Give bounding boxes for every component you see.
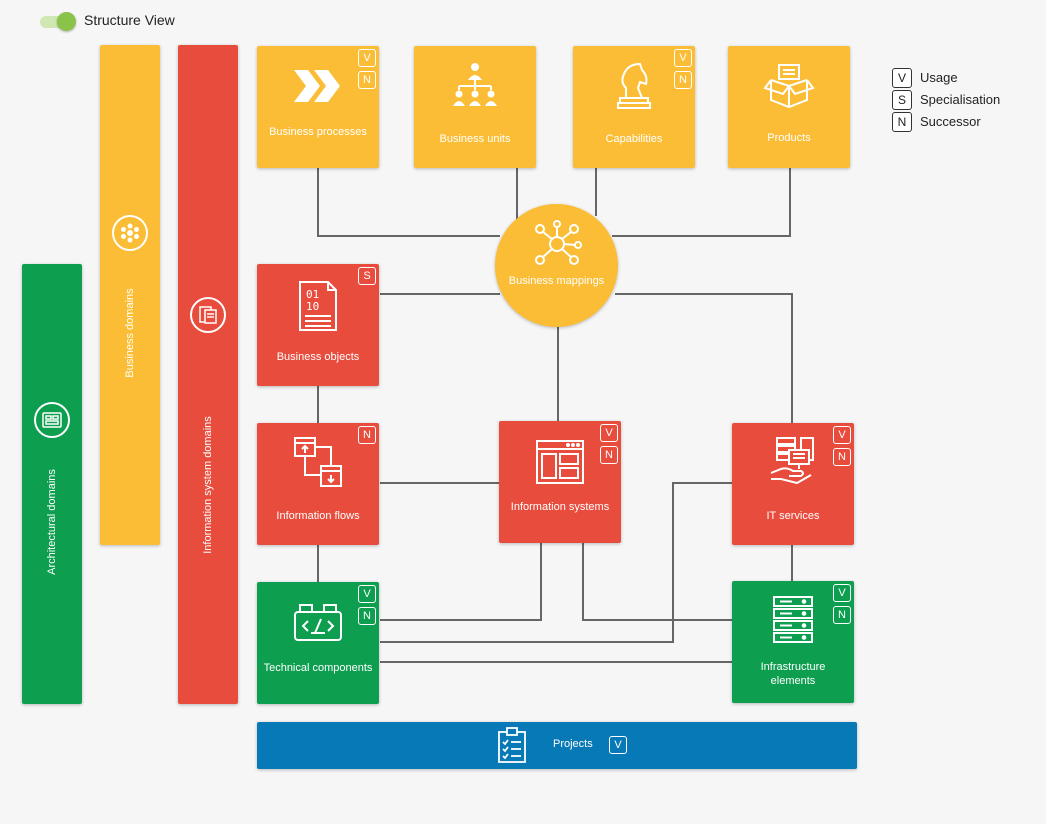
architectural-domains-label: Architectural domains <box>46 469 58 575</box>
products-box[interactable]: Products <box>728 46 850 168</box>
flow-windows-icon <box>294 437 342 487</box>
badge-usage[interactable]: V <box>833 584 851 602</box>
box-icon <box>763 64 815 109</box>
business-processes-box[interactable]: Business processes V N <box>257 46 379 168</box>
badge-successor[interactable]: N <box>833 606 851 624</box>
legend-text: Specialisation <box>920 92 1001 107</box>
business-objects-box[interactable]: 01 10 Business objects S <box>257 264 379 386</box>
binary-document-icon: 01 10 <box>299 281 337 331</box>
badge-successor[interactable]: N <box>833 448 851 466</box>
server-hand-icon <box>770 437 814 485</box>
structure-view-toggle[interactable] <box>40 12 76 31</box>
legend-text: Successor <box>920 114 981 129</box>
information-flows-box[interactable]: Information flows N <box>257 423 379 545</box>
infrastructure-elements-label: Infrastructure elements <box>760 661 826 687</box>
legend-key: V <box>892 68 912 88</box>
badge-successor[interactable]: N <box>358 71 376 89</box>
architecture-icon <box>34 402 70 438</box>
it-services-label: IT services <box>766 510 820 522</box>
infrastructure-elements-box[interactable]: Infrastructure elements V N <box>732 581 854 703</box>
badge-usage[interactable]: V <box>674 49 692 67</box>
information-system-domains-label: Information system domains <box>202 416 214 554</box>
projects-label: Projects <box>553 738 593 750</box>
network-hub-icon <box>535 220 582 265</box>
it-services-box[interactable]: IT services V N <box>732 423 854 545</box>
badge-successor[interactable]: N <box>358 607 376 625</box>
connector-infosystems-infra <box>582 543 732 621</box>
connector-infosystems-techcomp <box>380 543 542 621</box>
information-systems-label: Information systems <box>510 501 610 513</box>
org-chart-icon <box>453 63 497 106</box>
badge-specialisation[interactable]: S <box>358 267 376 285</box>
business-objects-label: Business objects <box>276 351 360 363</box>
badge-usage[interactable]: V <box>600 424 618 442</box>
business-domains-label: Business domains <box>124 288 136 378</box>
information-system-domains-icon <box>190 297 226 333</box>
svg-text:01: 01 <box>306 288 319 301</box>
badge-usage[interactable]: V <box>358 49 376 67</box>
badge-successor[interactable]: N <box>600 446 618 464</box>
information-systems-box[interactable]: Information systems V N <box>499 421 621 543</box>
business-domains-icon <box>112 215 148 251</box>
business-units-box[interactable]: Business units <box>414 46 536 168</box>
technical-components-box[interactable]: Technical components V N <box>257 582 379 704</box>
clipboard-checklist-icon <box>498 727 526 763</box>
capabilities-box[interactable]: Capabilities V N <box>573 46 695 168</box>
business-domains-bar[interactable]: Business domains <box>100 45 160 545</box>
technical-components-label: Technical components <box>263 662 373 674</box>
badge-usage[interactable]: V <box>358 585 376 603</box>
chevrons-icon <box>294 70 340 102</box>
legend-text: Usage <box>920 70 958 85</box>
badge-usage[interactable]: V <box>609 736 627 754</box>
toggle-knob <box>57 12 76 31</box>
connector-hub-itservices <box>615 293 793 424</box>
connector-itservices-techcomp <box>380 482 732 643</box>
server-rack-icon <box>773 596 813 643</box>
information-flows-label: Information flows <box>276 510 360 522</box>
projects-bar[interactable]: Projects V <box>257 722 857 769</box>
business-processes-label: Business processes <box>269 126 367 138</box>
business-mappings-label: Business mappings <box>508 275 605 287</box>
business-units-label: Business units <box>439 133 511 145</box>
business-mappings-hub[interactable]: Business mappings <box>495 204 618 327</box>
legend-key: S <box>892 90 912 110</box>
legend-key: N <box>892 112 912 132</box>
badge-successor[interactable]: N <box>674 71 692 89</box>
capabilities-label: Capabilities <box>605 133 663 145</box>
svg-text:10: 10 <box>306 300 319 313</box>
page-title: Structure View <box>84 12 175 28</box>
connector-processes-hub <box>317 168 500 237</box>
code-component-icon <box>294 604 342 641</box>
badge-usage[interactable]: V <box>833 426 851 444</box>
products-label: Products <box>767 132 811 144</box>
browser-layout-icon <box>536 440 584 484</box>
badge-successor[interactable]: N <box>358 426 376 444</box>
connector-products-hub <box>612 168 791 237</box>
information-system-domains-bar[interactable]: Information system domains <box>178 45 238 704</box>
chess-knight-icon <box>617 62 651 109</box>
architectural-domains-bar[interactable]: Architectural domains <box>22 264 82 704</box>
